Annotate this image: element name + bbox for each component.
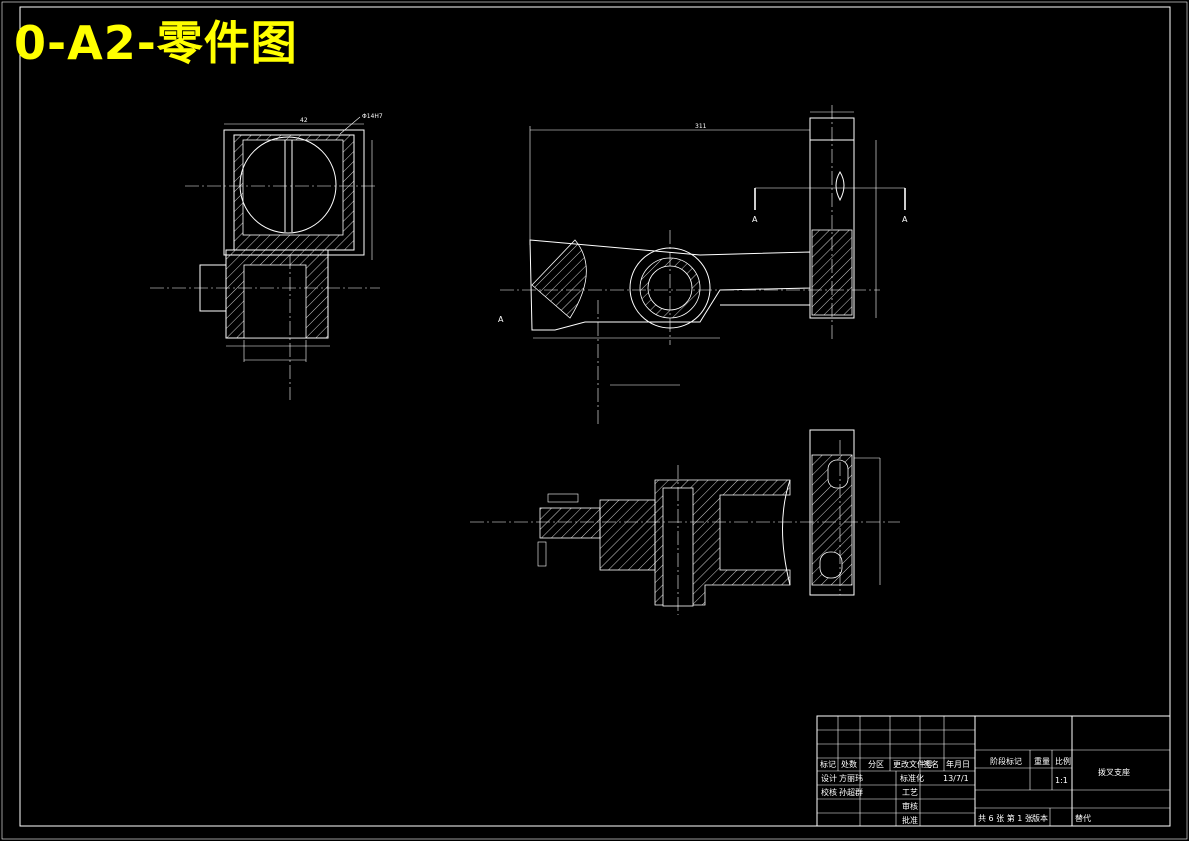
tb-mark: 标记 xyxy=(820,759,836,769)
section-label-fork: A xyxy=(498,315,504,324)
tb-scale-label: 比例 xyxy=(1055,756,1071,766)
tb-sheet-info: 共 6 张 第 1 张 xyxy=(978,813,1033,823)
tb-sign: 签名 xyxy=(923,759,939,769)
fit-note: Φ14H7 xyxy=(362,113,383,120)
tb-checker-name: 孙超群 xyxy=(839,787,863,797)
tb-designer-label: 设计 xyxy=(821,773,837,783)
tb-replace-label: 替代 xyxy=(1075,813,1091,823)
main-view: A A A 311 xyxy=(498,105,908,425)
inner-frame xyxy=(19,6,1171,827)
tb-count: 处数 xyxy=(841,759,857,769)
section-label-left: A xyxy=(752,215,758,224)
tb-approve-label: 批准 xyxy=(902,815,918,825)
tb-change-doc: 更改文件号 xyxy=(893,759,933,769)
section-label-right: A xyxy=(902,215,908,224)
dim-total-length: 311 xyxy=(695,123,707,130)
tb-part-name: 拨叉支座 xyxy=(1098,767,1130,777)
tb-designer-name: 方丽玮 xyxy=(839,773,863,783)
tb-weight-label: 重量 xyxy=(1034,756,1050,766)
tb-date: 13/7/1 xyxy=(943,774,969,783)
tb-standard-label: 标准化 xyxy=(900,773,924,783)
tb-review-label: 审核 xyxy=(902,801,918,811)
tb-version-label: 版本 xyxy=(1032,813,1048,823)
tb-zone: 分区 xyxy=(868,760,884,769)
title-block: 标记 处数 分区 更改文件号 签名 年月日 设计 方丽玮 标准化 13/7/1 … xyxy=(816,715,1171,827)
tb-stage-label: 阶段标记 xyxy=(990,756,1022,766)
tb-scale-value: 1:1 xyxy=(1055,776,1068,785)
left-view: 42 Φ14H7 xyxy=(150,113,383,400)
drawing-title: 0-A2-零件图 xyxy=(14,16,298,70)
tb-process-label: 工艺 xyxy=(902,788,918,797)
dim-top-width: 42 xyxy=(300,117,308,124)
tb-date-label: 年月日 xyxy=(946,759,970,769)
section-view xyxy=(470,429,900,615)
tb-checker-label: 校核 xyxy=(821,787,837,797)
